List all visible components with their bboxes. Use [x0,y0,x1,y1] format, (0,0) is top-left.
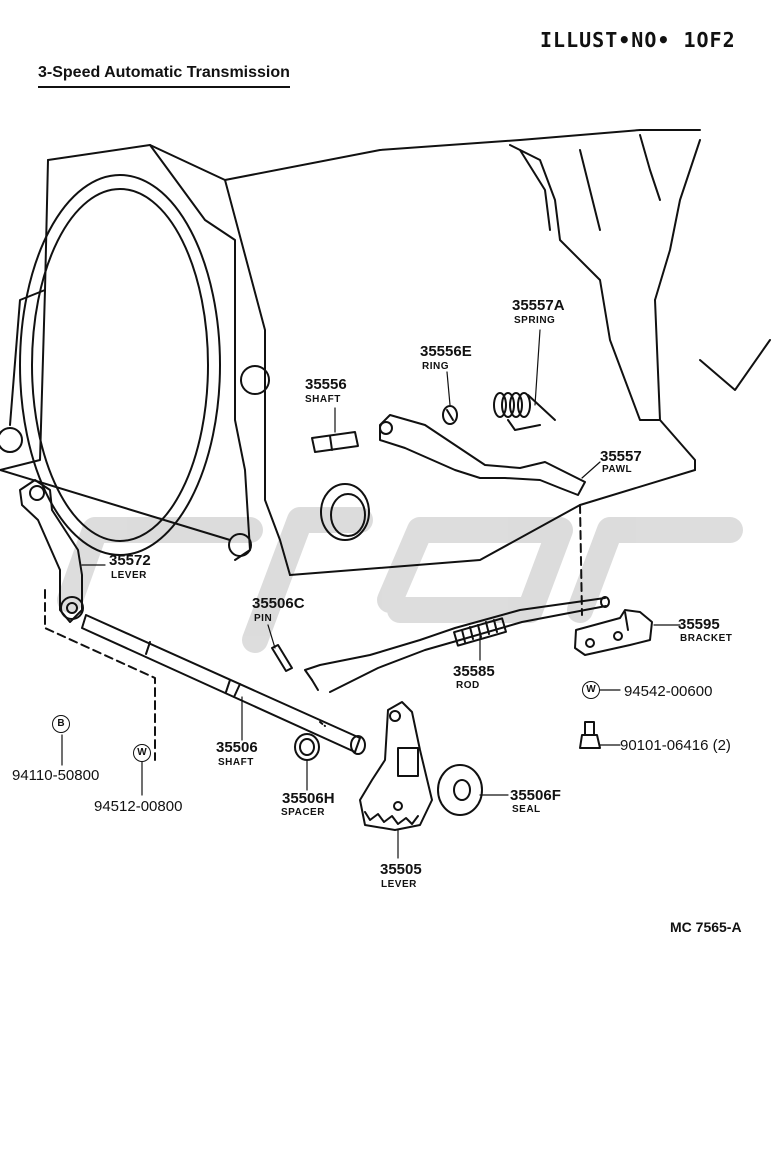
part-name-pin: PIN [254,613,273,624]
ring-35556e [442,405,458,425]
part-number-35506: 35506 [216,739,258,756]
part-name-spacer: SPACER [281,807,325,818]
illustration-number: ILLUST•NO• 1OF2 [540,28,736,52]
part-name-rod: ROD [456,680,480,691]
page-title: 3-Speed Automatic Transmission [38,65,290,88]
washer-symbol-icon: W [133,744,151,762]
seal-35506f [437,764,483,816]
part-number-35557: 35557 [600,448,642,465]
shaft-35556 [311,431,359,453]
part-number-94110: 94110-50800 [12,767,100,784]
part-number-35506h: 35506H [282,790,335,807]
pin-35506c [271,644,293,672]
part-number-35556e: 35556E [420,343,472,360]
part-name-spring: SPRING [514,315,556,326]
part-number-35556: 35556 [305,376,347,393]
part-number-35557a: 35557A [512,297,565,314]
part-name-shaft-35556: SHAFT [305,394,341,405]
bracket-35595 [574,609,653,656]
part-number-35505: 35505 [380,861,422,878]
part-name-shaft-35506: SHAFT [218,757,254,768]
part-number-35595: 35595 [678,616,720,633]
rod-35585 [304,596,610,693]
bolt-symbol-icon: B [52,715,70,733]
part-number-35506f: 35506F [510,787,561,804]
part-number-94512: 94512-00800 [94,798,183,815]
part-number-35572: 35572 [109,552,151,569]
spring-35557a [493,392,556,431]
shaft-35506 [81,614,366,755]
part-name-lever-35505: LEVER [381,879,417,890]
spacer-35506h [294,733,320,761]
illustration-code: MC 7565-A [670,919,742,935]
washer-symbol-icon: W [582,681,600,699]
pawl-35557 [379,414,586,496]
part-name-ring: RING [422,361,449,372]
part-name-bracket: BRACKET [680,633,733,644]
part-name-seal: SEAL [512,804,541,815]
leader-lines [61,329,681,859]
part-number-35585: 35585 [453,663,495,680]
part-name-pawl: PAWL [602,464,633,475]
bolt-90101 [579,721,601,749]
watermark-logo [57,507,743,653]
transmission-housing [0,129,771,616]
part-number-35506c: 35506C [252,595,305,612]
lever-35505 [359,701,433,831]
part-name-lever-35572: LEVER [111,570,147,581]
lever-35572 [19,479,156,761]
part-number-90101: 90101-06416 (2) [620,737,731,754]
part-number-94542: 94542-00600 [624,683,713,700]
